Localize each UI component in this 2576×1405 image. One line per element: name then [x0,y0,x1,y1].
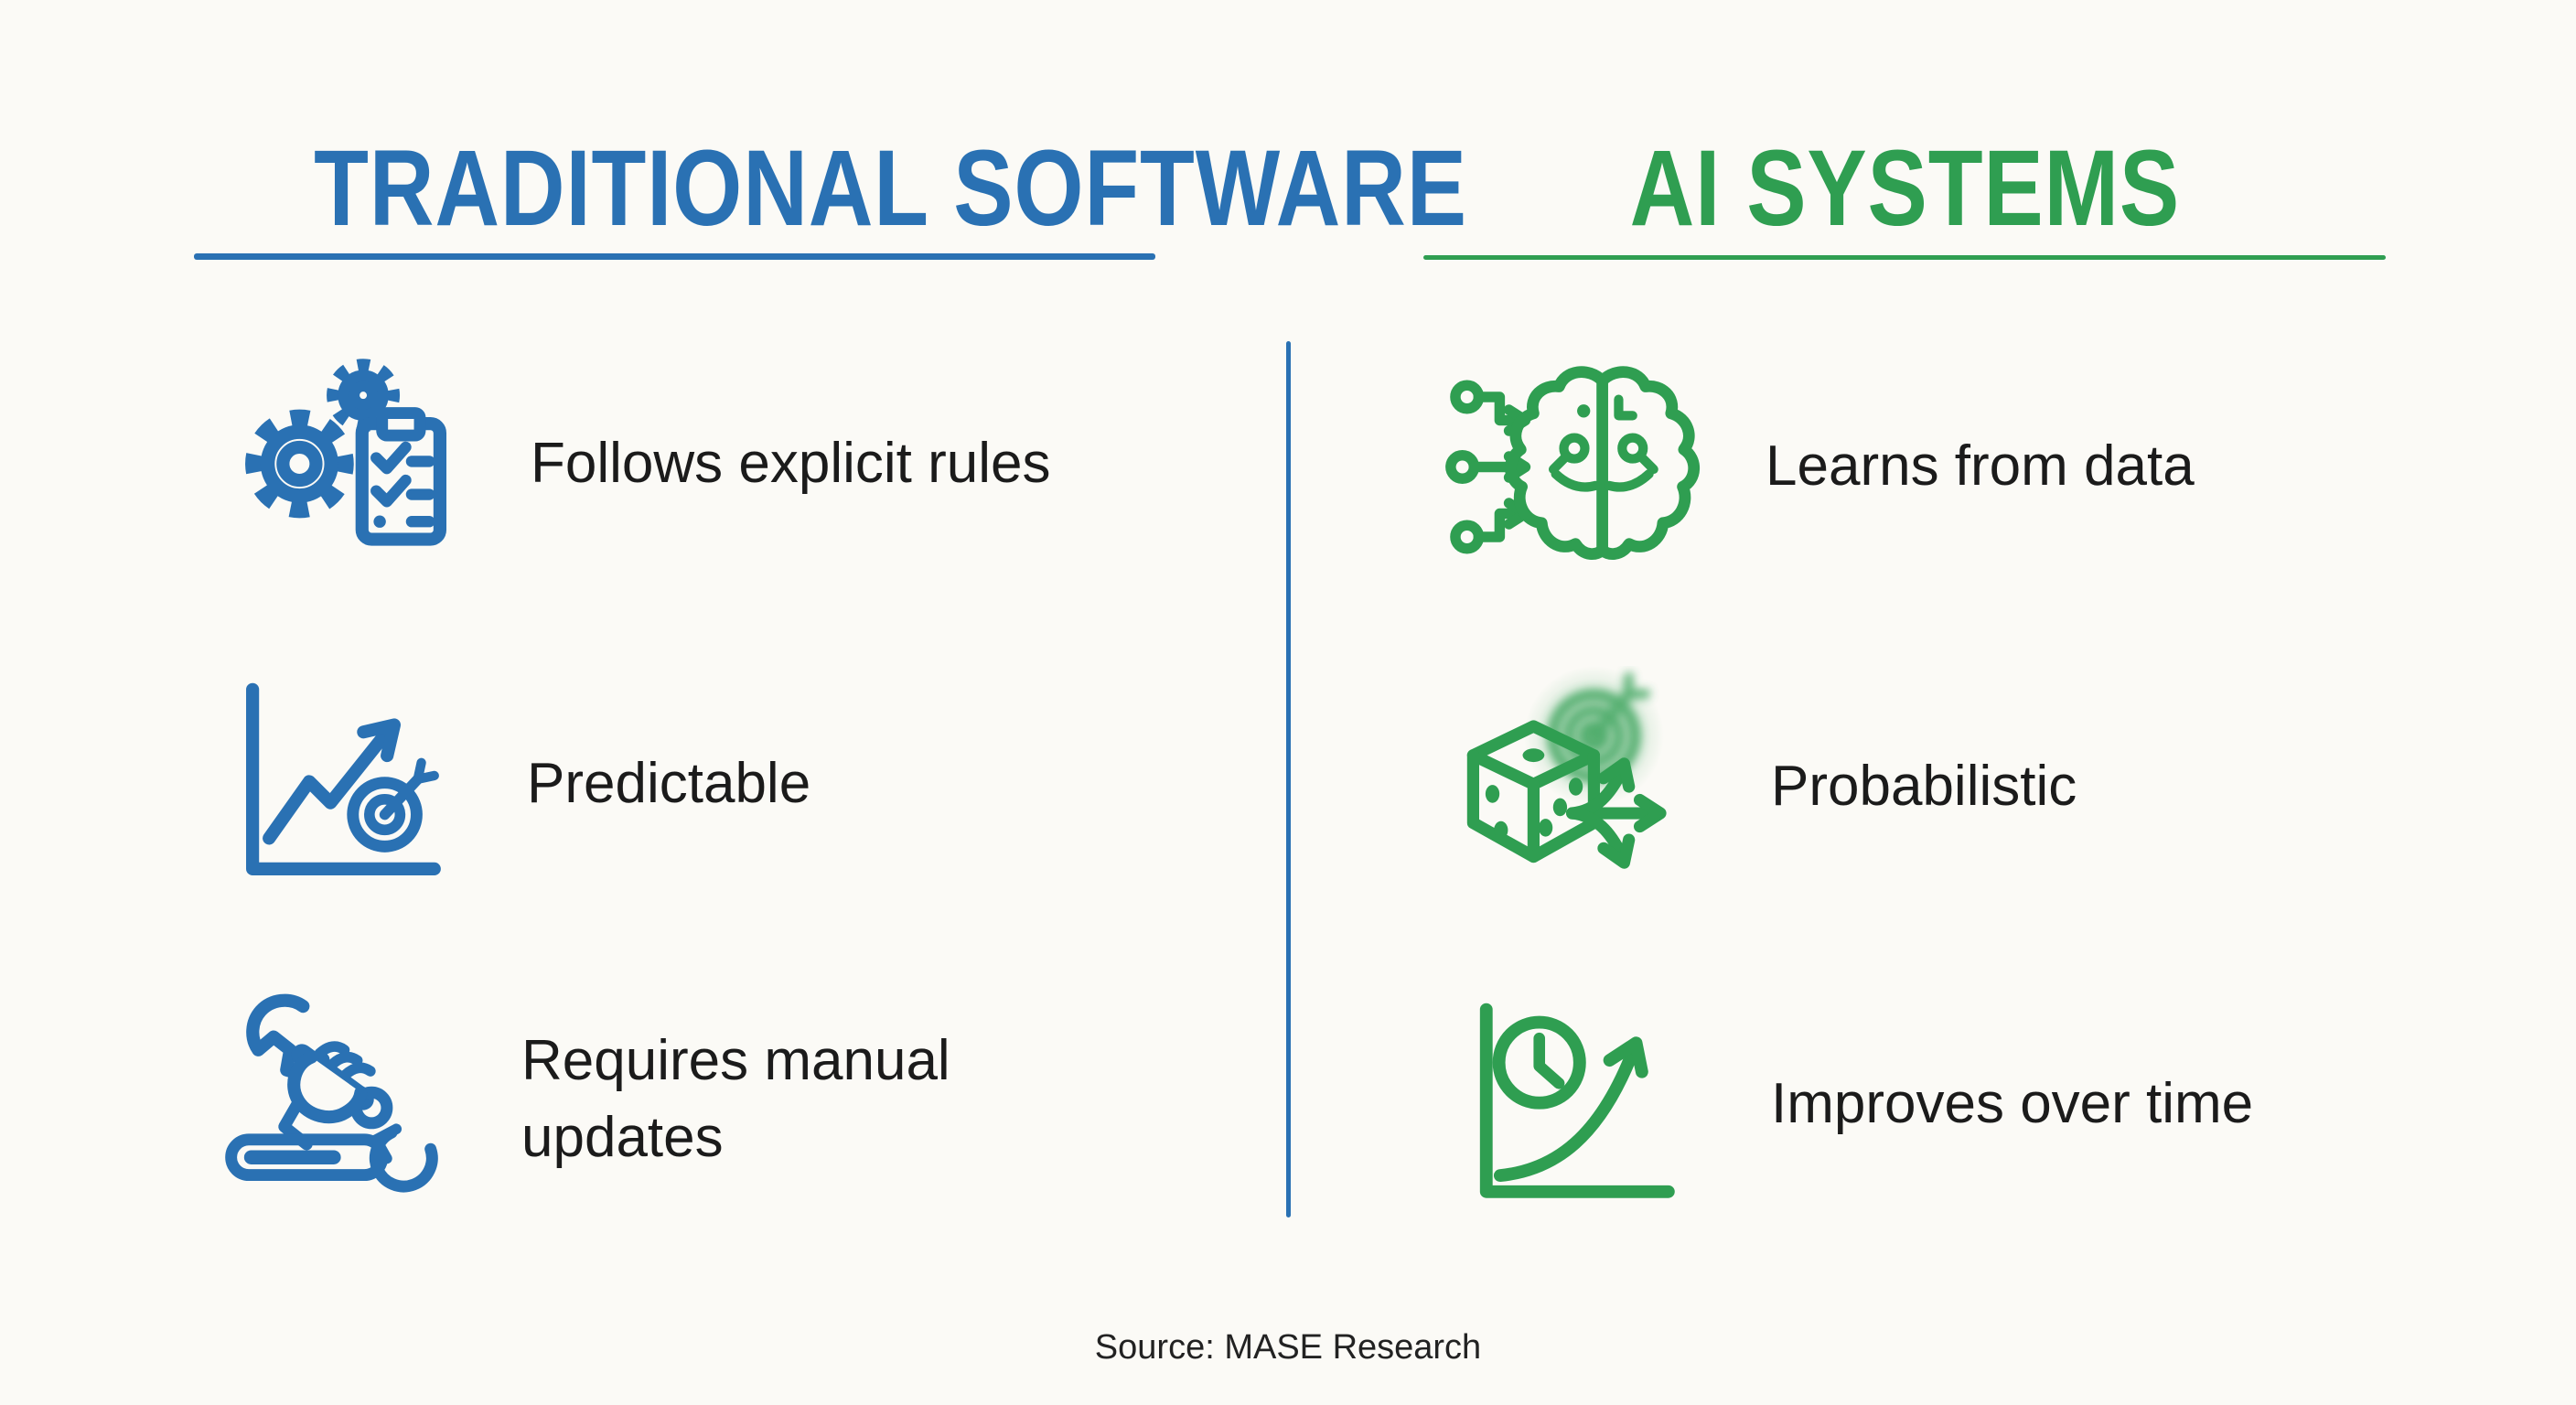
icon-box [229,345,465,583]
right-column-header: AI SYSTEMS [1424,126,2385,251]
item-label: Improves over time [1771,1071,2254,1135]
right-item-row: Improves over time [1456,985,2253,1223]
right-header-underline [1423,255,2386,260]
left-header-underline [194,253,1155,260]
right-column-title: AI SYSTEMS [1629,128,2180,249]
right-item-row: Learns from data [1444,348,2195,585]
clock-growth-curve-icon [1479,1003,1675,1198]
icon-box [212,981,448,1218]
item-label: Requires manual updates [521,1028,950,1169]
item-label: Probabilistic [1771,754,2077,818]
source-attribution: Source: MASE Research [1094,1328,1482,1367]
item-label: Predictable [527,751,811,815]
circuit-brain-icon [1445,365,1701,560]
icon-box [220,665,456,903]
icon-box [1456,985,1687,1223]
icon-box [1434,666,1705,906]
left-column-title: TRADITIONAL SOFTWARE [314,128,1467,249]
wrench-hand-update-icon [225,993,438,1193]
growth-chart-target-icon [246,682,441,875]
left-column-header: TRADITIONAL SOFTWARE [196,126,1466,251]
left-item-row: Predictable [220,665,810,903]
gears-checklist-icon [245,359,447,546]
right-item-row: Probabilistic [1434,666,2077,906]
dice-branching-arrows-target-icon [1466,666,1667,869]
icon-box [1444,348,1705,585]
item-label: Learns from data [1766,434,2195,498]
left-item-row: Requires manual updates [212,981,1107,1218]
column-divider-line [1286,341,1291,1217]
left-item-row: Follows explicit rules [229,345,1051,583]
item-label: Follows explicit rules [531,431,1051,495]
